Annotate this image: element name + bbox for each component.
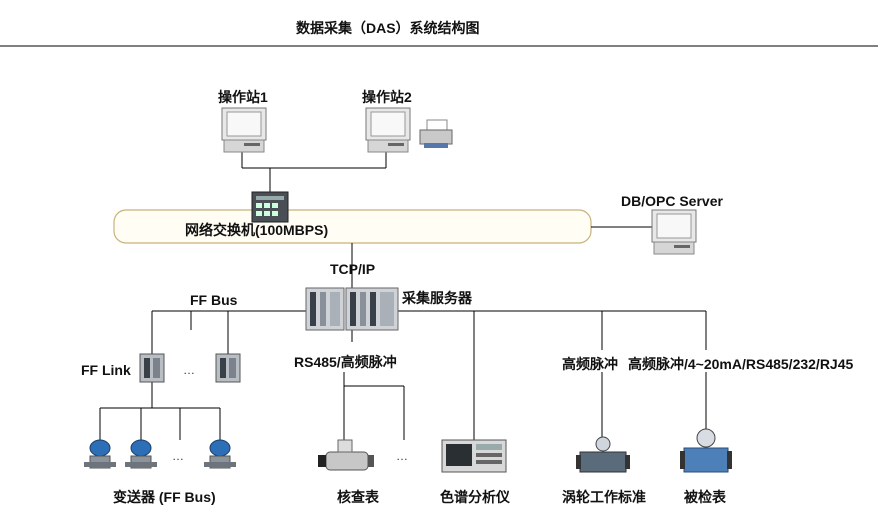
ff-bus-label: FF Bus <box>190 292 238 308</box>
collector-server-label: 采集服务器 <box>402 290 472 306</box>
turbine-label: 涡轮工作标准 <box>562 489 646 505</box>
transmitter-icon-3 <box>204 439 236 469</box>
pulse-label: 高频脉冲 <box>562 356 618 372</box>
page-title: 数据采集（DAS）系统结构图 <box>296 20 480 36</box>
tested-meter-icon <box>680 428 732 473</box>
computer-icon-station1 <box>221 107 267 153</box>
ff-link-module-icon <box>139 353 165 383</box>
checker-label: 核查表 <box>337 489 379 505</box>
network-switch-icon <box>251 191 289 223</box>
ellipsis-transmitters: … <box>172 449 185 463</box>
ellipsis-checker: … <box>396 449 409 463</box>
station2-label: 操作站2 <box>362 89 412 105</box>
printer-icon <box>419 119 453 148</box>
station1-label: 操作站1 <box>218 89 268 105</box>
transmitter-icon-2 <box>125 439 157 469</box>
transmitter-icon-1 <box>84 439 116 469</box>
checker-meter-icon <box>318 439 374 471</box>
tcpip-label: TCP/IP <box>330 261 376 277</box>
computer-icon-station2 <box>365 107 411 153</box>
network-switch-label: 网络交换机(100MBPS) <box>185 222 329 238</box>
rs485-label: RS485/高频脉冲 <box>294 354 397 370</box>
db-server-label: DB/OPC Server <box>621 193 723 209</box>
chromatograph-label: 色谱分析仪 <box>440 489 510 505</box>
computer-icon-db-server <box>651 209 697 255</box>
chromatograph-icon <box>441 439 507 473</box>
transmitter-label: 变送器 (FF Bus) <box>113 489 216 505</box>
ellipsis-ff-bus: … <box>183 363 196 377</box>
tested-meter-label: 被检表 <box>684 489 726 505</box>
ff-link-module-icon-2 <box>215 353 241 383</box>
ff-link-label: FF Link <box>81 362 131 378</box>
turbine-meter-icon <box>576 436 630 473</box>
multi-protocol-label: 高频脉冲/4~20mA/RS485/232/RJ45 <box>628 356 854 372</box>
collector-server-icon <box>305 287 399 331</box>
